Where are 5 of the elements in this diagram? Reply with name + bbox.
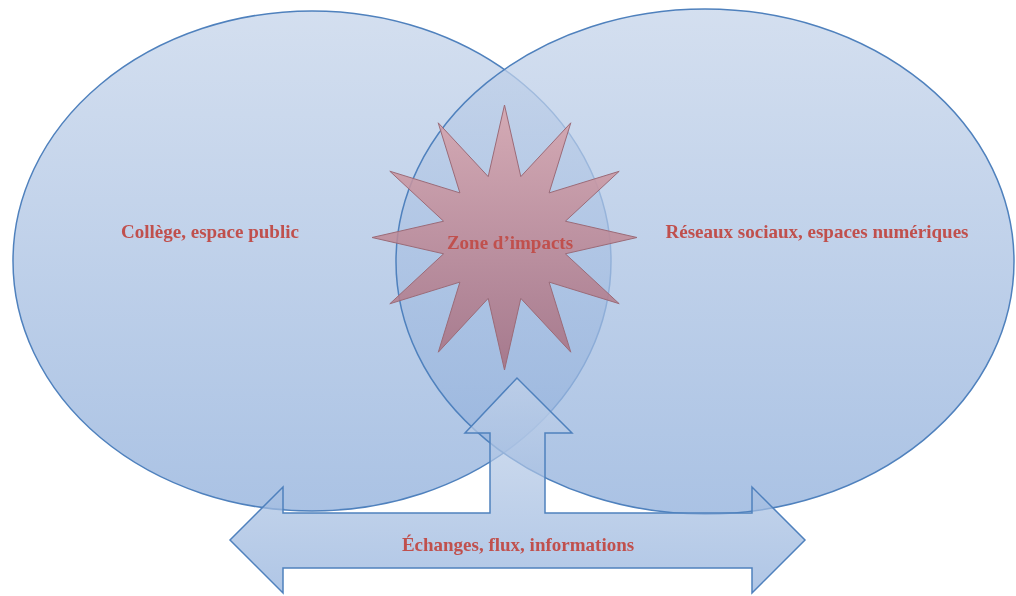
node-label: Collège, espace public [121,221,299,243]
edge-label: Échanges, flux, informations [401,534,635,556]
node-label: Réseaux sociaux, espaces numériques [665,221,969,243]
block-arrow [228,376,807,595]
node-label: Zone d’impacts [446,232,574,254]
